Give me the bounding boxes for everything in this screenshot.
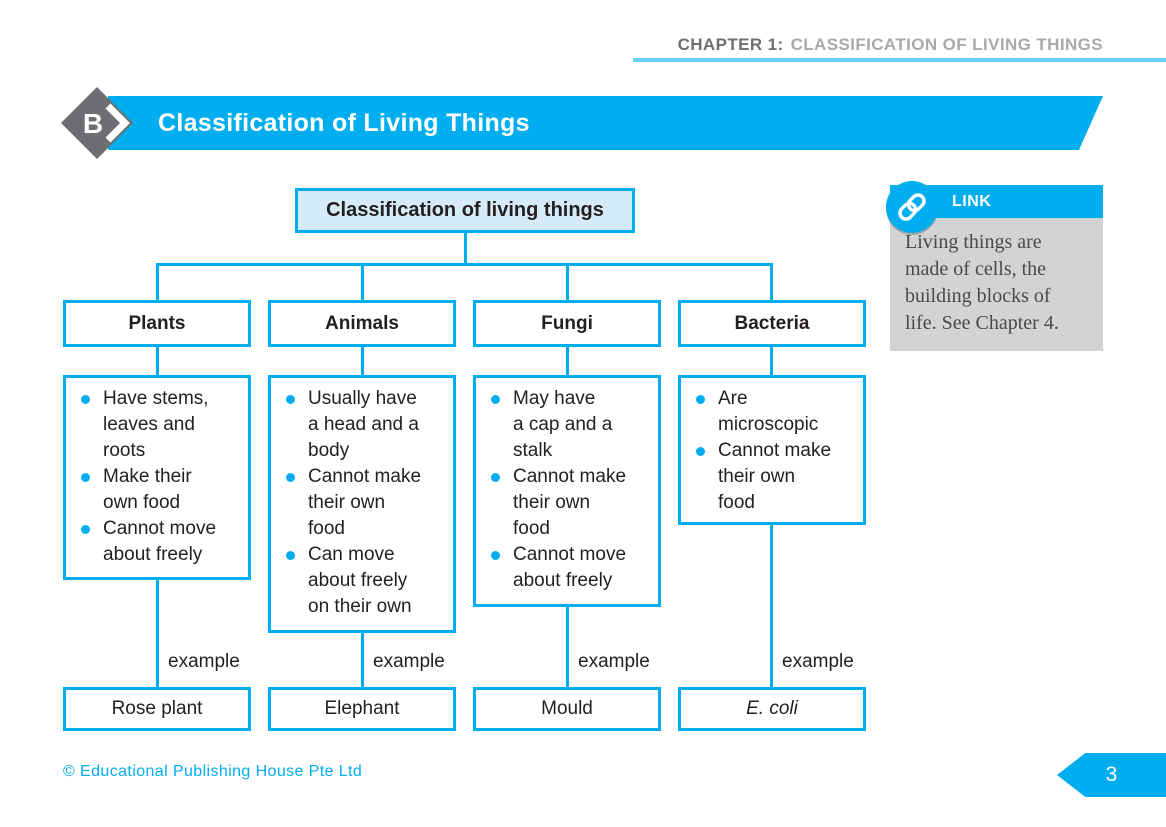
connector	[565, 345, 569, 376]
connector	[360, 345, 364, 376]
chapter-running-head: CHAPTER 1: CLASSIFICATION OF LIVING THING…	[678, 35, 1103, 55]
root-node: Classification of living things	[295, 188, 635, 233]
connector	[155, 265, 159, 301]
traits-box-animals: Usually have a head and a body Cannot ma…	[268, 375, 456, 633]
section-badge-letter: B	[83, 108, 103, 139]
section-badge-diamond-icon: B	[61, 87, 133, 159]
section-title: Classification of Living Things	[158, 108, 530, 137]
page-number: 3	[1105, 763, 1118, 786]
connector	[565, 605, 569, 688]
section-banner: Classification of Living Things	[108, 96, 1103, 150]
category-box-plants: Plants	[63, 300, 251, 347]
connector	[565, 265, 569, 301]
example-label: example	[168, 651, 240, 672]
traits-box-bacteria: Are microscopic Cannot make their own fo…	[678, 375, 866, 525]
chapter-title: CLASSIFICATION OF LIVING THINGS	[790, 35, 1103, 54]
trait-item: Can move about freely on their own	[280, 542, 447, 620]
connector	[769, 265, 773, 301]
connector-root-stem	[463, 231, 467, 266]
traits-list: Have stems, leaves and roots Make their …	[75, 386, 242, 568]
connector	[155, 345, 159, 376]
trait-item: Cannot move about freely	[75, 516, 242, 568]
example-box-bacteria: E. coli	[678, 687, 866, 731]
link-title: LINK	[952, 192, 992, 210]
trait-item: Usually have a head and a body	[280, 386, 447, 464]
connector	[155, 578, 159, 688]
connector	[769, 345, 773, 376]
trait-item: Have stems, leaves and roots	[75, 386, 242, 464]
example-box-animals: Elephant	[268, 687, 456, 731]
trait-item: Are microscopic	[690, 386, 857, 438]
link-text: Living things are made of cells, the bui…	[890, 218, 1103, 351]
traits-list: Are microscopic Cannot make their own fo…	[690, 386, 857, 516]
chapter-underline	[633, 58, 1166, 62]
example-box-plants: Rose plant	[63, 687, 251, 731]
connector	[769, 523, 773, 688]
traits-box-plants: Have stems, leaves and roots Make their …	[63, 375, 251, 580]
chapter-number: CHAPTER 1:	[677, 35, 784, 54]
trait-item: Make their own food	[75, 464, 242, 516]
link-sidebar: LINK Living things are made of cells, th…	[890, 185, 1103, 351]
copyright-line: © Educational Publishing House Pte Ltd	[63, 763, 363, 780]
connector-horizontal	[155, 263, 773, 266]
trait-item: May have a cap and a stalk	[485, 386, 652, 464]
traits-list: Usually have a head and a body Cannot ma…	[280, 386, 447, 620]
connector	[360, 265, 364, 301]
category-box-animals: Animals	[268, 300, 456, 347]
traits-list: May have a cap and a stalk Cannot make t…	[485, 386, 652, 594]
example-box-fungi: Mould	[473, 687, 661, 731]
trait-item: Cannot make their own food	[280, 464, 447, 542]
page-number-tab: 3	[1057, 753, 1166, 797]
trait-item: Cannot make their own food	[690, 438, 857, 516]
example-label: example	[373, 651, 445, 672]
example-label: example	[782, 651, 854, 672]
category-box-fungi: Fungi	[473, 300, 661, 347]
trait-item: Cannot make their own food	[485, 464, 652, 542]
traits-box-fungi: May have a cap and a stalk Cannot make t…	[473, 375, 661, 607]
category-box-bacteria: Bacteria	[678, 300, 866, 347]
trait-item: Cannot move about freely	[485, 542, 652, 594]
chain-link-icon	[886, 181, 938, 233]
example-label: example	[578, 651, 650, 672]
connector	[360, 631, 364, 688]
